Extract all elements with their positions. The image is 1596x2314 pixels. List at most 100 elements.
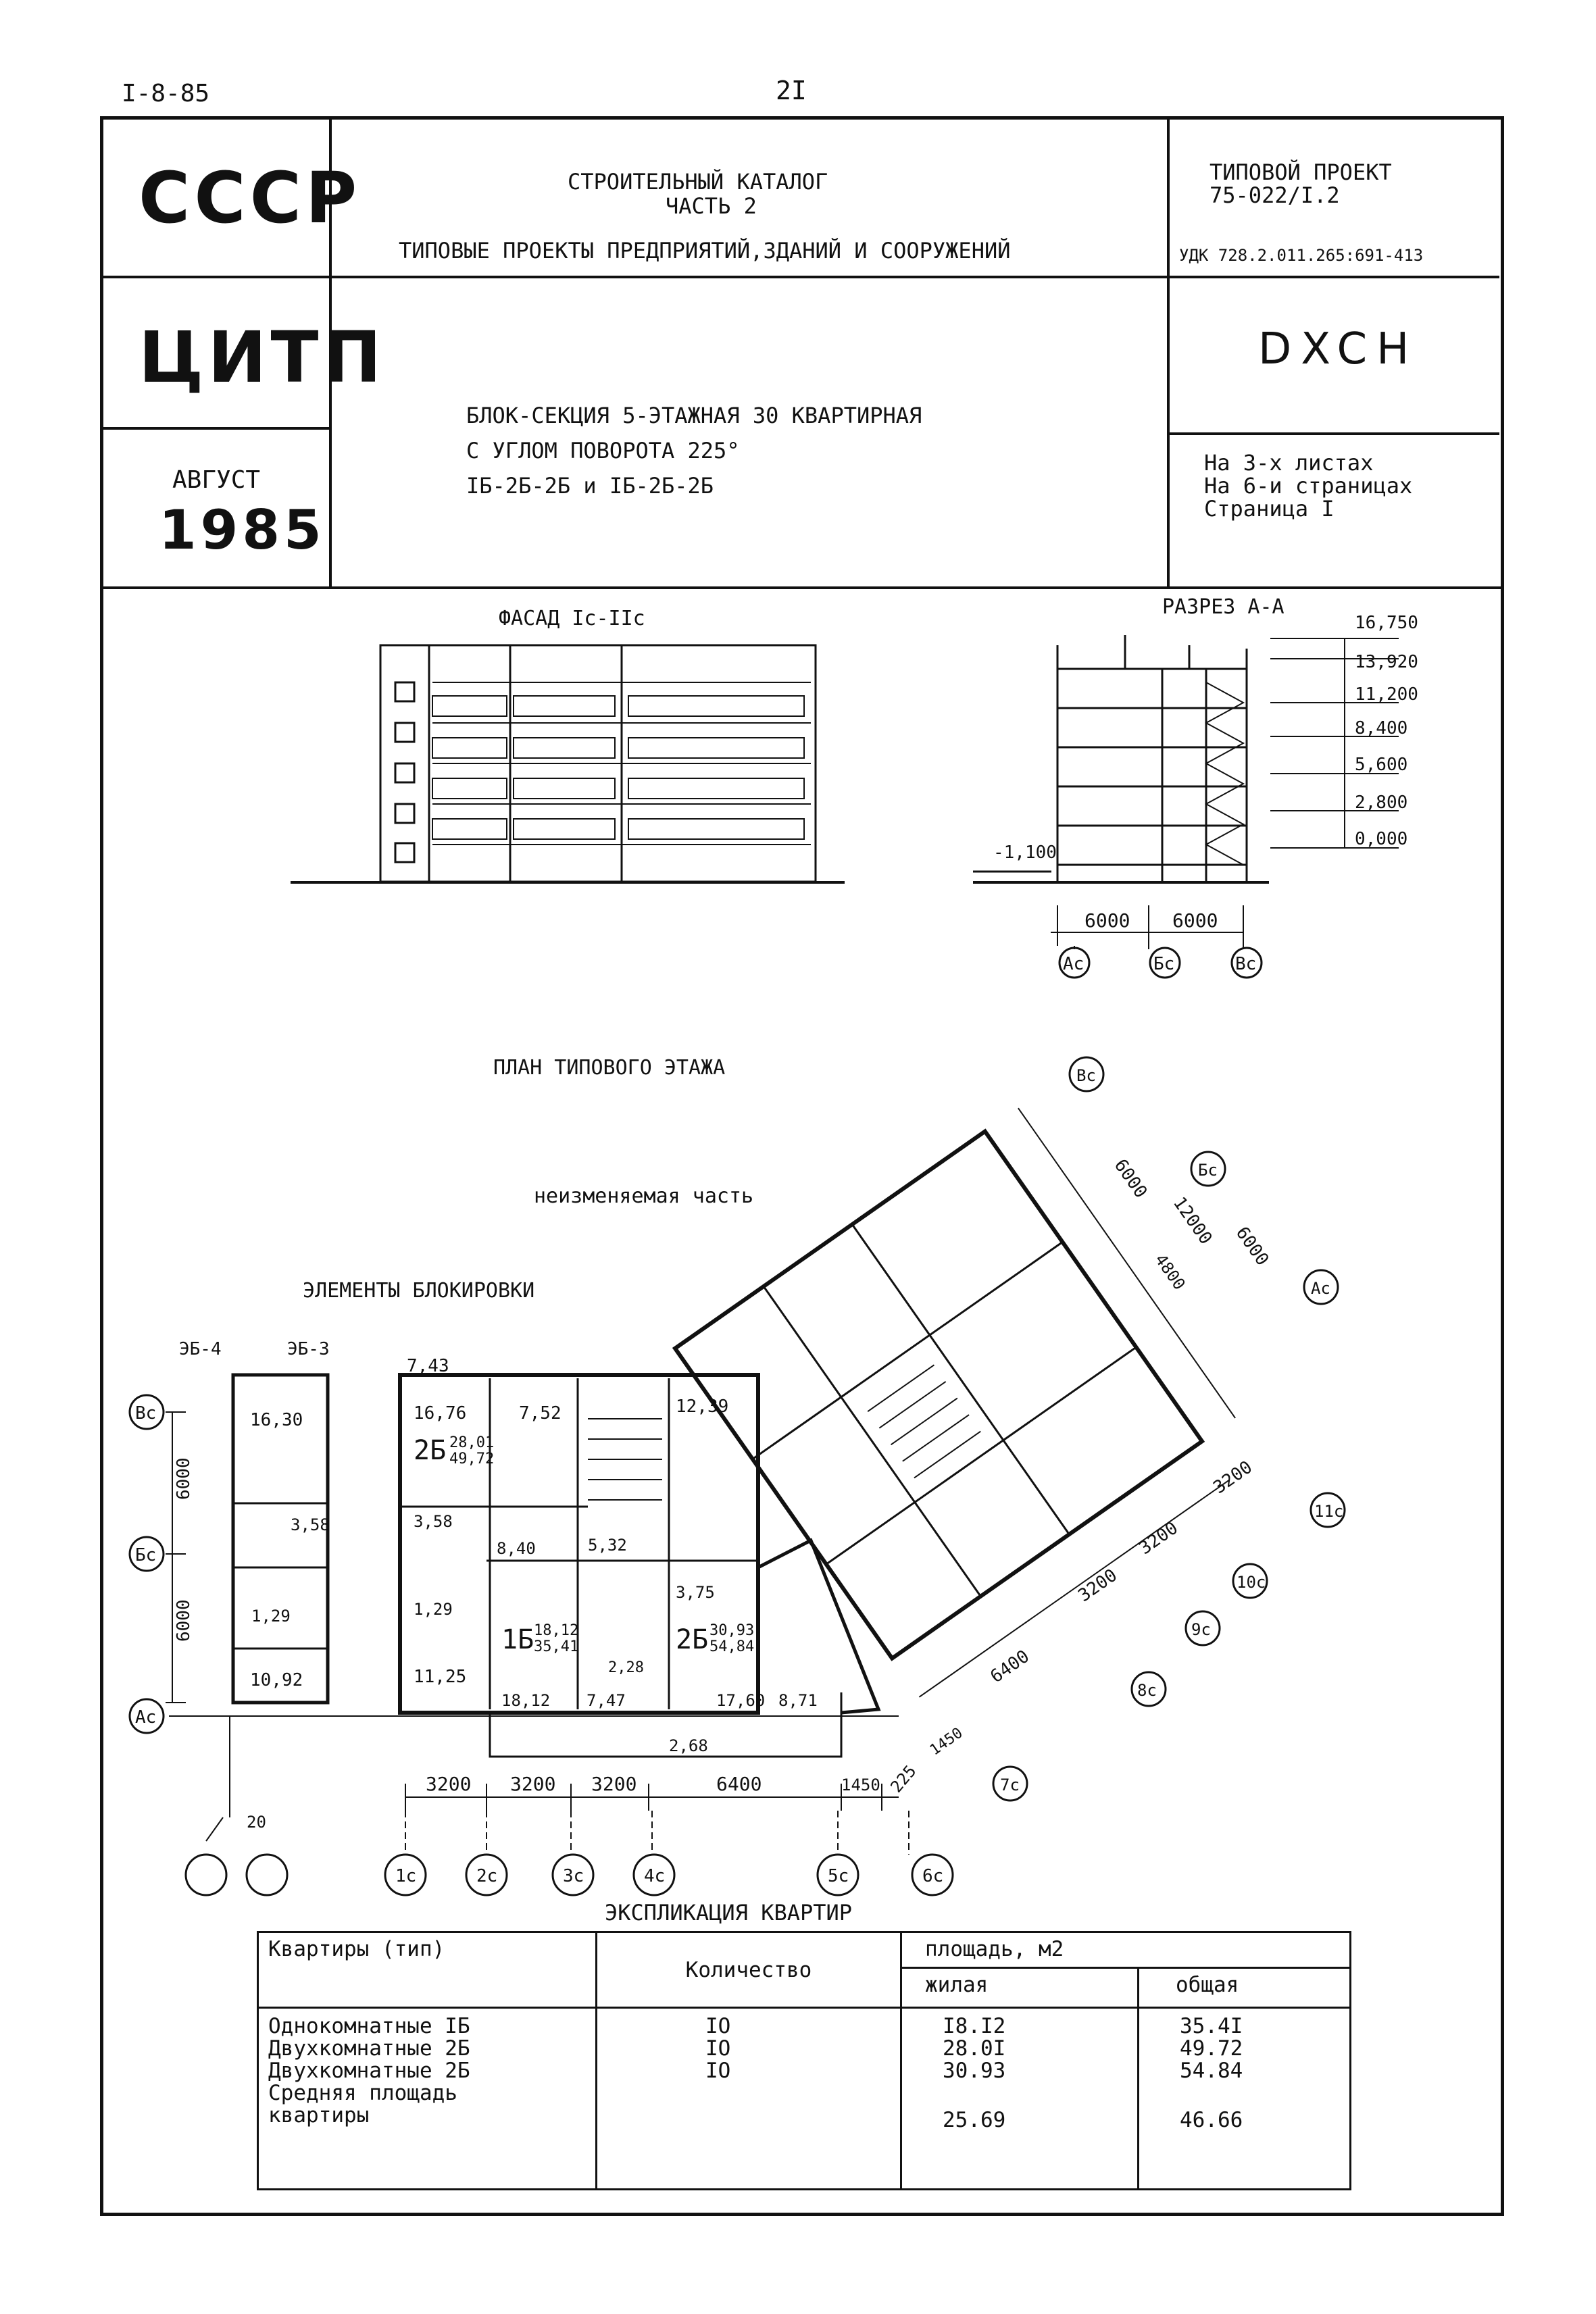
room-label: 1,29 xyxy=(414,1600,453,1619)
bottom-axis-1: 2с xyxy=(476,1866,497,1886)
bottom-axis-3: 4с xyxy=(644,1866,665,1886)
block-label-eb4: ЭБ-4 xyxy=(179,1339,222,1359)
rotated-dim-0: 6000 xyxy=(1110,1155,1151,1202)
title-block-bottom xyxy=(100,586,1501,589)
sheets-line3: Страница I xyxy=(1204,496,1335,522)
avg-label: Средняя площадь квартиры xyxy=(268,2081,457,2128)
bottom-dim-4: 1450 xyxy=(841,1776,880,1794)
left-axis-0: Вс xyxy=(135,1403,156,1424)
title-row-right-b xyxy=(1167,432,1499,435)
room-label: 7,47 xyxy=(587,1691,626,1710)
sheets-line1: На 3-х листах xyxy=(1204,450,1374,476)
avg-total: 46.66 xyxy=(1180,2108,1243,2132)
room-label: 5,32 xyxy=(588,1536,627,1555)
col-count-header: Количество xyxy=(595,1931,902,2009)
left-dim-0: 6000 xyxy=(174,1457,194,1500)
room-label: 7,52 xyxy=(519,1403,562,1424)
section-level-3: 8,400 xyxy=(1355,718,1407,738)
room-label: 7,43 xyxy=(407,1356,449,1376)
table-row: Однокомнатные IБ Двухкомнатные 2Б Двухко… xyxy=(257,2007,1351,2190)
row-type: Однокомнатные IБ xyxy=(268,2014,470,2038)
catalog-line1: СТРОИТЕЛЬНЫЙ КАТАЛОГ xyxy=(568,169,828,195)
facade-balconies xyxy=(432,682,811,845)
room-label: 1Б xyxy=(501,1624,534,1655)
row-type: Двухкомнатные 2Б xyxy=(268,2059,470,2083)
section-title: РАЗРЕЗ А-А xyxy=(1162,595,1285,619)
facade-drawing xyxy=(291,644,845,884)
left-axis-1: Бс xyxy=(135,1545,156,1565)
title-col-left xyxy=(329,116,332,588)
section-level-0: 16,750 xyxy=(1355,613,1418,633)
bottom-axis-5: 6с xyxy=(922,1866,943,1886)
rotated-axis-6: 8с xyxy=(1137,1681,1157,1700)
angle-label: 225 xyxy=(887,1761,920,1796)
section-ground-level: -1,100 xyxy=(993,842,1057,863)
row-total: 35.4I xyxy=(1180,2014,1243,2038)
plan-rotated-part xyxy=(672,1107,1236,1698)
row-count: IО xyxy=(705,2036,731,2061)
title-row1 xyxy=(329,276,1499,278)
desc-line1: БЛОК-СЕКЦИЯ 5-ЭТАЖНАЯ 30 КВАРТИРНАЯ xyxy=(466,403,922,428)
room-label: 11,25 xyxy=(414,1667,466,1687)
section-level-1: 13,920 xyxy=(1355,652,1418,672)
bottom-axis-2: 3с xyxy=(563,1866,584,1886)
room-label: 3,58 xyxy=(291,1515,330,1534)
rotated-dim-1: 12000 xyxy=(1169,1193,1216,1248)
room-label: 16,30 xyxy=(250,1410,303,1430)
rotated-axis-3: 11с xyxy=(1314,1502,1343,1521)
section-axis-0: Ас xyxy=(1063,954,1084,974)
room-label: 18,12 xyxy=(501,1691,550,1710)
room-label: 8,71 xyxy=(778,1691,818,1710)
row-count: IО xyxy=(705,2059,731,2083)
row-living: I8.I2 xyxy=(943,2014,1006,2038)
room-label: 17,60 xyxy=(716,1691,765,1710)
udk-line: УДК 728.2.011.265:691-413 xyxy=(1179,246,1424,265)
row-living: 30.93 xyxy=(943,2059,1006,2083)
col-living-header: жилая xyxy=(900,1967,1139,2009)
rotated-axis-7: 7с xyxy=(1000,1776,1020,1794)
col-total-header: общая xyxy=(1137,1967,1351,2009)
left-dim-1: 6000 xyxy=(174,1599,194,1642)
col-type-header: Квартиры (тип) xyxy=(257,1931,597,2009)
row-living: 28.0I xyxy=(943,2036,1006,2061)
rotated-axis-2: Ас xyxy=(1311,1279,1330,1298)
desc-line3: IБ-2Б-2Б и IБ-2Б-2Б xyxy=(466,473,714,499)
room-label: 2Б xyxy=(414,1435,446,1466)
row-count: IО xyxy=(705,2014,731,2038)
plan-main-part xyxy=(384,1373,954,1896)
room-label: 16,76 xyxy=(414,1403,466,1424)
room-label: 8,40 xyxy=(497,1539,536,1558)
section-level-2: 11,200 xyxy=(1355,684,1418,705)
col-area-header: площадь, м2 xyxy=(900,1931,1351,1969)
row-type: Двухкомнатные 2Б xyxy=(268,2036,470,2061)
bottom-axis-4: 5с xyxy=(828,1866,849,1886)
title-row-left-b xyxy=(100,427,330,430)
sheets-line2: На 6-и страницах xyxy=(1204,473,1413,499)
room-label: 12,39 xyxy=(676,1397,728,1417)
rotated-dim-3: 4800 xyxy=(1151,1251,1189,1293)
title-row-left-a xyxy=(100,276,330,278)
section-dim-0: 6000 xyxy=(1084,909,1130,932)
title-col-right xyxy=(1167,116,1170,588)
section-level-6: 0,000 xyxy=(1355,829,1407,849)
left-axis-2: Ас xyxy=(135,1707,156,1728)
sheet-frame xyxy=(100,116,1504,2216)
section-axis-1: Бс xyxy=(1153,954,1174,974)
rotated-axis-0: Вс xyxy=(1076,1066,1096,1085)
year-label: 1985 xyxy=(159,499,326,561)
page-number: 2I xyxy=(776,76,807,105)
blocking-title: ЭЛЕМЕНТЫ БЛОКИРОВКИ xyxy=(303,1279,534,1303)
bottom-dim-1: 3200 xyxy=(510,1773,555,1795)
catalog-line2: ЧАСТЬ 2 xyxy=(666,193,757,219)
plan-blocking-elements xyxy=(128,1373,899,1896)
room-label: 2,28 xyxy=(608,1659,644,1676)
desc-line2: С УГЛОМ ПОВОРОТА 225° xyxy=(466,438,740,463)
room-label: 2,68 xyxy=(669,1736,708,1755)
explication-title: ЭКСПЛИКАЦИЯ КВАРТИР xyxy=(605,1900,853,1926)
section-axis-2: Вс xyxy=(1235,954,1256,974)
rotated-dim-5: 3200 xyxy=(1135,1518,1182,1559)
bottom-dim-2: 3200 xyxy=(591,1773,637,1795)
section-level-5: 2,800 xyxy=(1355,793,1407,813)
org-label: ЦИТП xyxy=(139,316,386,399)
